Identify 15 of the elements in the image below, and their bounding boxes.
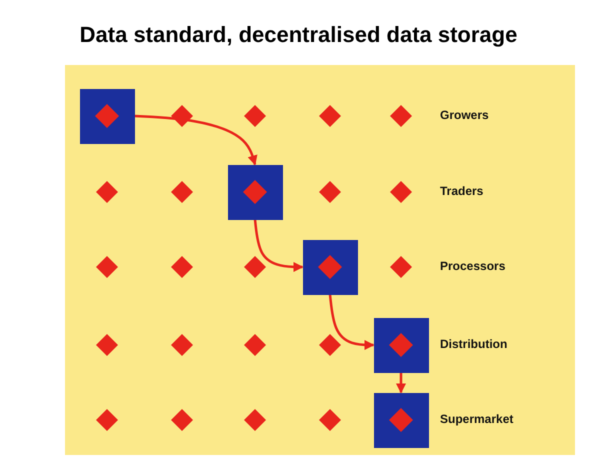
row-label: Supermarket <box>440 412 514 426</box>
arrow <box>134 114 258 166</box>
square-node <box>80 88 134 144</box>
row-label: Distribution <box>440 337 508 351</box>
arrow <box>396 372 406 394</box>
square-node <box>374 392 428 448</box>
square-node <box>374 318 428 372</box>
row-label: Growers <box>440 108 489 122</box>
arrow <box>254 219 304 272</box>
row-label: Processors <box>440 259 506 273</box>
square-node <box>228 164 282 220</box>
title: Data standard, decentralised data storage <box>78 22 518 48</box>
square-node <box>302 240 358 294</box>
arrow <box>328 294 374 350</box>
row-label: Traders <box>440 184 484 198</box>
